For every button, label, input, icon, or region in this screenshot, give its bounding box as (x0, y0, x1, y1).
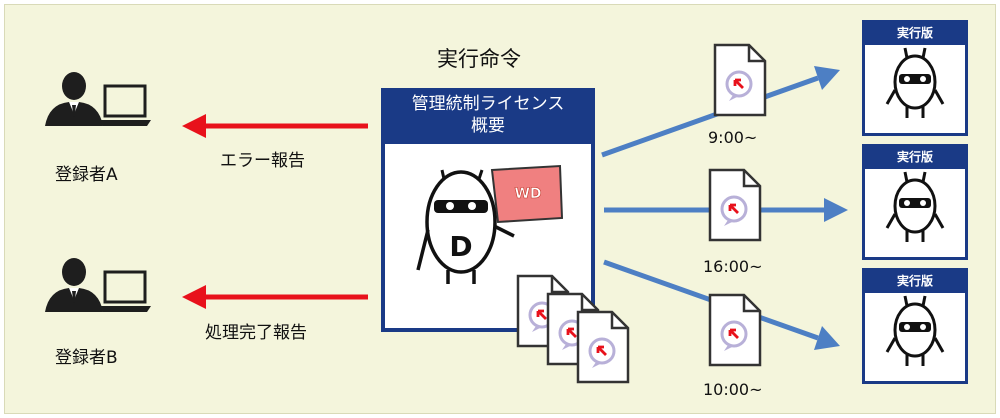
scheduled-document-icon-1 (713, 43, 767, 117)
user-a-label: 登録者A (55, 165, 118, 185)
license-panel-title-line1: 管理統制ライセンス (411, 94, 565, 114)
exec-robot-icon-3 (885, 294, 945, 368)
license-panel-title-line2: 概要 (471, 116, 505, 136)
user-a-icon (43, 70, 153, 128)
completion-report-arrow (182, 285, 368, 309)
schedule-arrow-1 (601, 66, 840, 158)
exec-robot-icon-1 (885, 46, 945, 120)
flag-text: WD (514, 186, 541, 202)
document-stack-icon-3 (576, 310, 630, 384)
error-report-arrow (182, 114, 368, 138)
exec-box-3-label: 実行版 (865, 271, 965, 293)
robot-letter: D (449, 230, 472, 263)
execute-command-title: 実行命令 (437, 47, 521, 71)
user-b-label: 登録者B (55, 348, 118, 368)
scheduled-document-icon-2 (708, 168, 762, 242)
exec-box-1: 実行版 (862, 20, 968, 136)
schedule-time-1: 9:00~ (708, 128, 758, 147)
robot-flag-mascot-icon: WD D (416, 164, 564, 284)
license-panel-header: 管理統制ライセンス 概要 (381, 88, 595, 144)
error-report-label: エラー報告 (220, 151, 305, 171)
exec-robot-icon-2 (885, 170, 945, 244)
scheduled-document-icon-3 (708, 293, 762, 367)
schedule-time-3: 10:00~ (703, 380, 763, 399)
exec-box-2-label: 実行版 (865, 147, 965, 169)
schedule-time-2: 16:00~ (703, 257, 763, 276)
exec-box-1-label: 実行版 (865, 23, 965, 45)
completion-report-label: 処理完了報告 (205, 323, 307, 343)
user-b-icon (43, 256, 153, 314)
